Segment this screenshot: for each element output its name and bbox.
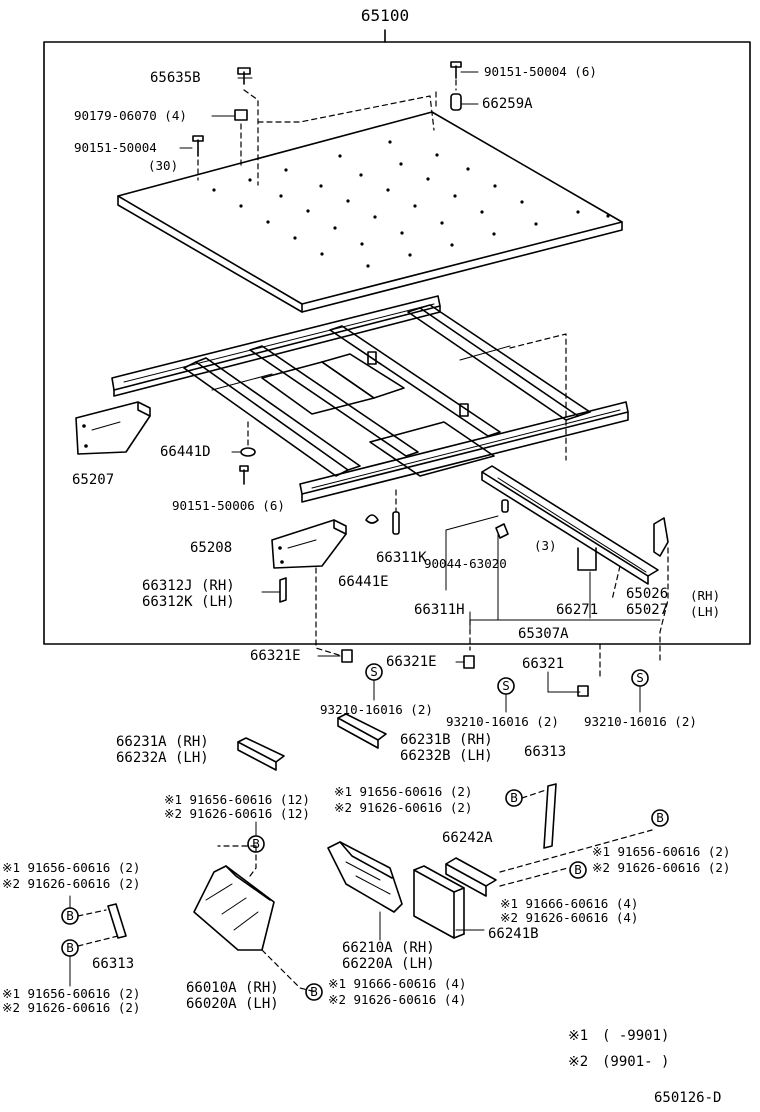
strap-66313-right [521,783,557,849]
part-label: ※2 91626-60616 (12) [164,806,310,821]
part-label: 66220A (LH) [342,956,435,972]
bracket-66231B [337,713,387,749]
callout-b: B [66,940,74,955]
part-label: ※2 91626-60616 (2) [334,800,473,815]
callout-s: S [636,670,644,685]
note-range: ( -9901) [602,1028,670,1044]
part-label: ※1 91656-60616 (2) [2,986,141,1001]
part-label: 66441D [160,444,211,460]
part-label: 66020A (LH) [186,996,279,1012]
part-label: 90151-50004 (6) [484,64,597,79]
washer-66441D [239,421,256,485]
note-mark: ※1 [568,1028,589,1044]
bracket-65208 [271,519,347,569]
part-label: (3) [534,538,557,553]
part-label: ※2 91626-60616 (4) [328,992,467,1007]
mudguard-66010A [193,845,317,993]
callout-b: B [252,836,260,851]
assembly-frame [43,29,751,645]
part-label: 66313 [524,744,567,760]
part-label: ※1 91656-60616 (12) [164,792,310,807]
part-label: ※2 91626-60616 (4) [500,910,639,925]
assembly-number: 65100 [360,6,410,25]
strap-66313-left [77,903,127,947]
callout-b: B [656,810,664,825]
part-label: ※2 91626-60616 (2) [2,876,141,891]
part-label: 90151-50006 (6) [172,498,285,513]
part-label: 66321 [522,656,565,672]
part-label: 66311K [376,550,427,566]
callout-s: S [370,664,378,679]
callout-b: B [574,862,582,877]
part-label: (RH) [690,588,721,603]
part-label: 66312J (RH) [142,578,235,594]
part-label: 66241B [488,926,539,942]
part-label: (30) [148,158,179,173]
panel-66242A [445,857,497,897]
callout-s: S [502,678,510,693]
spring-66441E [365,511,400,535]
part-label: ※1 91656-60616 (2) [2,860,141,875]
part-label: 66321E [250,648,301,664]
part-label: 90044-63020 [424,556,507,571]
part-label: 90179-06070 (4) [74,108,187,123]
part-label: 65027 [626,602,669,618]
callout-b: B [310,984,318,999]
part-label: ※1 91666-60616 (4) [500,896,639,911]
callout-b: B [66,908,74,923]
drawing-code: 650126-D [654,1090,722,1106]
bracket-66210A [327,841,403,941]
rail-65307A [445,465,669,661]
part-label: 66271 [556,602,599,618]
part-label: ※1 91666-60616 (4) [328,976,467,991]
part-label: 93210-16016 (2) [446,714,559,729]
note-range: (9901- ) [602,1054,670,1070]
part-label: 65208 [190,540,233,556]
bracket-66231A [237,737,285,771]
part-label: ※2 91626-60616 (2) [592,860,731,875]
part-label: 66313 [92,956,135,972]
part-label: 66231B (RH) [400,732,493,748]
sub-frame [111,295,629,513]
part-label: 66010A (RH) [186,980,279,996]
part-label: 93210-16016 (2) [320,702,433,717]
callout-b: B [510,790,518,805]
part-label: 65207 [72,472,115,488]
part-label: ※2 91626-60616 (2) [2,1000,141,1015]
pin-66312 [261,577,287,603]
part-label: 66210A (RH) [342,940,435,956]
part-label: 65307A [518,626,569,642]
part-label: 66231A (RH) [116,734,209,750]
leader-lines [179,71,479,663]
panel-66241B [413,829,653,939]
part-label: 65026 [626,586,669,602]
part-label: 66232B (LH) [400,748,493,764]
bracket-65207 [75,401,151,455]
part-label: (LH) [690,604,721,619]
part-label: 66311H [414,602,465,618]
part-label: ※1 91656-60616 (2) [334,784,473,799]
part-label: 90151-50004 [74,140,157,155]
part-label: 93210-16016 (2) [584,714,697,729]
part-label: ※1 91656-60616 (2) [592,844,731,859]
deck-board [117,111,623,313]
callout-markers [61,789,669,1001]
part-label: 66232A (LH) [116,750,209,766]
part-label: 66259A [482,96,533,112]
part-label: 65635B [150,70,201,86]
part-label: 66312K (LH) [142,594,235,610]
note-mark: ※2 [568,1054,589,1070]
top-fasteners [192,61,462,186]
part-label: 66242A [442,830,493,846]
part-label: 66441E [338,574,389,590]
part-label: 66321E [386,654,437,670]
